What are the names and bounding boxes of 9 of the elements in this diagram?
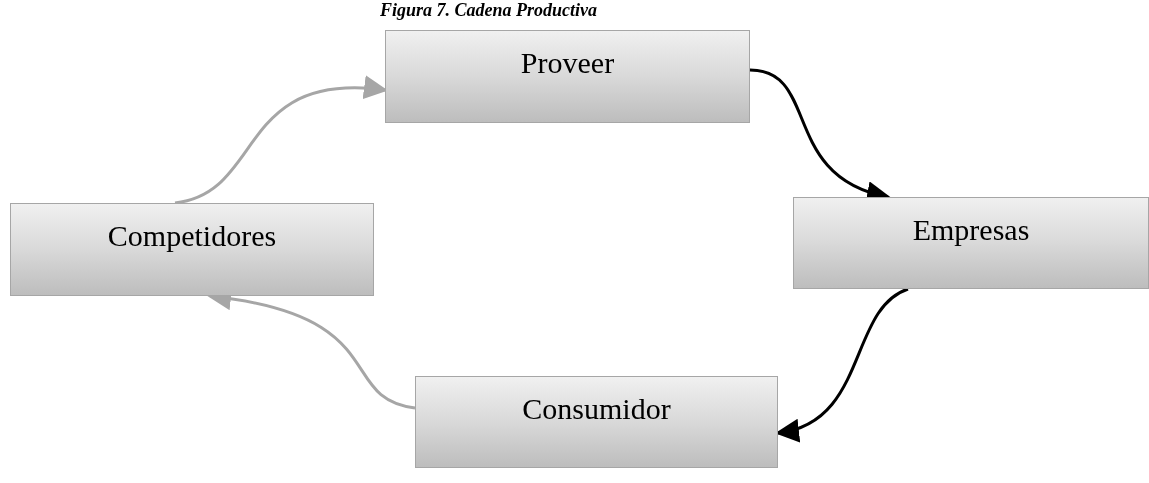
process-box: [385, 30, 750, 123]
process-box: [415, 376, 778, 468]
process-box: [10, 203, 374, 296]
box-label: Consumidor: [522, 391, 671, 427]
figure-title: Figura 7. Cadena Productiva: [380, 0, 598, 20]
box-label: Proveer: [520, 45, 615, 81]
process-box: [793, 197, 1149, 289]
box-label: Competidores: [107, 218, 277, 254]
box-label: Empresas: [912, 212, 1030, 248]
